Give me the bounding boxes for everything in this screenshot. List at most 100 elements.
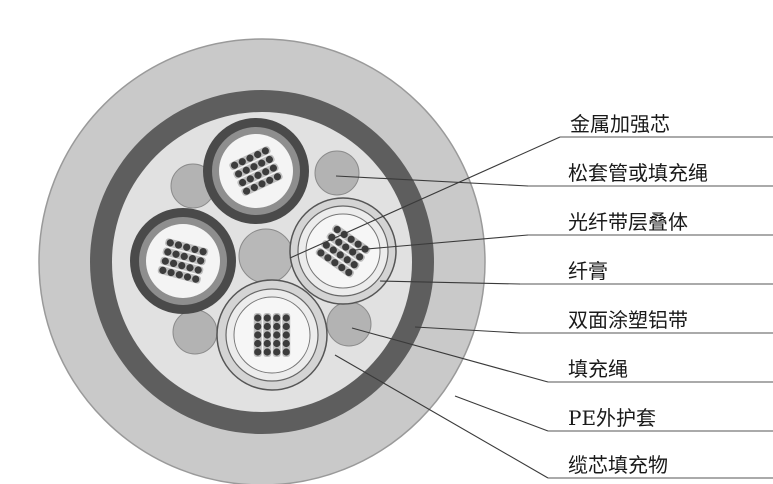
optical-fiber <box>186 264 194 272</box>
label-aluminum-tape: 双面涂塑铝带 <box>568 308 688 332</box>
optical-fiber <box>174 241 183 249</box>
optical-fiber <box>273 348 281 356</box>
optical-fiber <box>338 263 346 272</box>
optical-fiber <box>349 248 357 256</box>
leader-lines <box>289 136 773 479</box>
loose-tube-left <box>130 208 236 314</box>
label-fiber-ribbon-stack: 光纤带层叠体 <box>568 210 688 234</box>
optical-fiber <box>350 261 358 269</box>
filler-rope <box>172 309 218 355</box>
optical-fiber <box>183 243 191 251</box>
label-metal-strength-member: 金属加强芯 <box>570 112 670 136</box>
optical-fiber <box>282 314 290 322</box>
metal-strength-member <box>238 228 294 284</box>
optical-fiber <box>250 163 258 171</box>
optical-fiber <box>243 187 251 195</box>
label-core-filler: 缆芯填充物 <box>568 453 668 477</box>
optical-fiber <box>172 250 180 258</box>
optical-fiber <box>331 259 339 267</box>
optical-fiber <box>282 348 290 356</box>
optical-fiber <box>254 171 262 179</box>
optical-fiber <box>317 249 325 257</box>
optical-fiber <box>324 254 332 262</box>
optical-fiber <box>263 331 271 339</box>
optical-fiber <box>345 268 353 277</box>
optical-fiber <box>354 240 362 248</box>
optical-fiber <box>265 155 273 164</box>
optical-fiber <box>282 331 290 339</box>
loose-tube-right <box>289 197 397 305</box>
optical-fiber <box>261 147 269 155</box>
optical-fiber <box>230 161 239 169</box>
fiber-ribbon-stack-left <box>157 238 209 284</box>
optical-fiber <box>246 154 254 162</box>
optical-fiber <box>246 175 254 183</box>
optical-fiber <box>336 251 344 259</box>
optical-fiber <box>194 266 202 274</box>
optical-fiber <box>169 259 178 267</box>
optical-fiber <box>234 170 243 178</box>
optical-fiber <box>273 173 282 181</box>
optical-fiber <box>238 158 246 166</box>
optical-fiber <box>343 256 351 264</box>
optical-fiber <box>159 266 167 274</box>
optical-fiber <box>322 241 330 249</box>
optical-fiber <box>191 245 199 254</box>
optical-fiber <box>335 238 343 246</box>
optical-fiber <box>258 159 266 167</box>
optical-fiber <box>254 339 262 348</box>
label-pe-sheath: PE外护套 <box>568 406 656 430</box>
optical-fiber <box>258 180 266 188</box>
optical-fiber <box>333 225 341 234</box>
optical-fiber <box>282 322 290 331</box>
filler-rope <box>314 150 360 196</box>
fiber-ribbon-stack-right <box>315 224 371 278</box>
optical-fiber <box>161 257 169 265</box>
optical-fiber <box>175 271 183 279</box>
optical-fiber <box>347 235 355 243</box>
optical-fiber <box>273 314 281 322</box>
optical-fiber <box>239 178 247 187</box>
label-loose-tube-or-filler: 松套管或填充绳 <box>568 161 708 185</box>
optical-fiber <box>273 331 281 339</box>
optical-fiber <box>342 243 350 251</box>
optical-fiber <box>164 248 172 256</box>
optical-fiber <box>269 164 278 172</box>
optical-fiber <box>262 168 270 176</box>
labels: 金属加强芯 松套管或填充绳 光纤带层叠体 纤膏 双面涂塑铝带 填充绳 PE外护套… <box>568 112 708 477</box>
optical-fiber <box>250 183 258 192</box>
optical-fiber <box>263 348 271 356</box>
optical-fiber <box>356 253 364 261</box>
optical-fiber <box>254 348 262 356</box>
optical-fiber <box>282 339 290 348</box>
optical-fiber <box>254 331 262 339</box>
optical-fiber <box>199 248 207 256</box>
optical-fiber <box>254 322 262 331</box>
loose-tube-bottom <box>216 279 328 391</box>
fiber-ribbon-stack-top <box>229 146 283 196</box>
optical-fiber <box>192 275 200 283</box>
optical-fiber <box>263 314 271 322</box>
fiber-ribbon-stack-bottom <box>253 313 291 357</box>
optical-fiber <box>273 339 281 348</box>
filler-rope <box>326 301 372 347</box>
label-fiber-gel: 纤膏 <box>568 259 608 283</box>
optical-fiber <box>273 322 281 331</box>
optical-fiber <box>329 246 337 254</box>
optical-fiber <box>197 257 205 265</box>
optical-fiber <box>166 239 174 247</box>
optical-fiber <box>254 314 262 322</box>
optical-fiber <box>263 339 271 348</box>
optical-fiber <box>266 176 274 184</box>
optical-fiber <box>167 268 175 277</box>
optical-fiber <box>178 261 186 270</box>
optical-fiber <box>328 233 336 241</box>
optical-fiber <box>180 252 188 261</box>
optical-fiber <box>254 150 262 159</box>
loose-tube-top <box>203 118 309 224</box>
optical-fiber <box>242 166 250 174</box>
optical-fiber <box>183 273 192 281</box>
label-filler-rope: 填充绳 <box>568 357 628 381</box>
optical-fiber <box>263 322 271 331</box>
